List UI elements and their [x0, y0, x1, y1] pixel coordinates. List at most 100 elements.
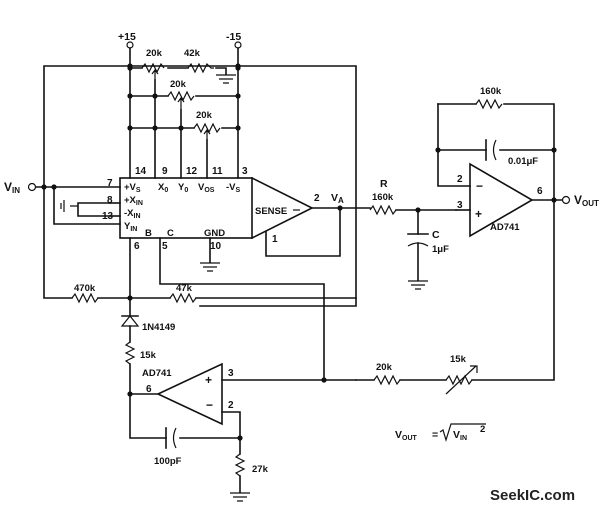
formula-lhs: VOUT — [395, 429, 418, 442]
feedback-network: 470k 47k 1N4149 15k — [43, 186, 357, 395]
vin-label: VIN — [4, 180, 20, 195]
r20-label: 20k — [376, 362, 393, 373]
pot-arrow — [445, 365, 478, 395]
opamp-top-name: AD741 — [490, 222, 520, 233]
opamp-bottom-name: AD741 — [142, 368, 172, 379]
rfb-label: 160k — [480, 86, 502, 97]
pin-11: 11 — [212, 166, 223, 177]
trim-r1-label: 20k — [146, 48, 163, 59]
pin5-wire — [159, 237, 325, 381]
diode-label: 1N4149 — [142, 322, 175, 333]
c-label: C — [432, 229, 440, 241]
diode-1n4149 — [120, 315, 140, 327]
resistor-r-160k — [369, 204, 397, 216]
pin-2: 2 — [314, 193, 320, 204]
label-vos: VOS — [198, 182, 215, 194]
top-loop-wire — [43, 65, 357, 307]
pin-5: 5 — [162, 241, 168, 252]
chip-body — [119, 177, 253, 239]
supply-pos-label: +15 — [118, 31, 136, 43]
resistor-470k — [71, 292, 99, 304]
pin-3: 3 — [242, 166, 248, 177]
opamp-bottom-minus-wire — [221, 411, 241, 439]
watermark: SeekIC.com — [490, 487, 575, 504]
label-xin-pos: +XIN — [124, 195, 143, 207]
opamp-top-minus-wire — [437, 103, 471, 187]
cap-100pf-label: 100pF — [154, 456, 182, 467]
formula-radical — [439, 423, 486, 443]
label-yin: YIN — [124, 221, 137, 233]
resistor-160k-fb — [475, 98, 503, 110]
opamp-bottom-plus: + — [205, 373, 212, 387]
opamp-bottom-minus: − — [206, 398, 213, 412]
opamp-top-pin2: 2 — [457, 174, 463, 185]
pin-8: 8 — [107, 195, 113, 206]
ground-pin10 — [200, 262, 220, 272]
label-x0: X0 — [158, 182, 168, 194]
r27-label: 27k — [252, 464, 269, 475]
pin-7: 7 — [107, 178, 113, 189]
formula-eq: = — [432, 429, 438, 441]
pin-12: 12 — [186, 166, 198, 177]
label-vs-pos: +VS — [124, 182, 141, 194]
pin1-loop — [265, 209, 341, 257]
r-value: 160k — [372, 192, 394, 203]
label-va: VA — [331, 192, 344, 205]
vout-terminal — [561, 195, 571, 205]
cfb-plate2 — [492, 139, 497, 161]
r-label: R — [380, 178, 388, 190]
label-b: B — [145, 228, 152, 239]
pot-return-wire — [471, 199, 555, 381]
trim-pot-20k-a — [141, 62, 165, 74]
opamp-top-pin3: 3 — [457, 200, 463, 211]
cap-100pf-wires — [129, 393, 241, 439]
pot-wiper-c — [203, 129, 211, 140]
trim-r3-label: 20k — [170, 79, 187, 90]
pin-1: 1 — [272, 234, 278, 245]
xin-ground — [60, 200, 78, 212]
vin-terminal — [27, 182, 37, 192]
trim-pot-20k-b — [167, 90, 195, 102]
rfb-wires — [437, 103, 555, 201]
resistor-20k — [373, 374, 401, 386]
r47-label: 47k — [176, 283, 193, 294]
rpot-label: 15k — [450, 354, 467, 365]
resistor-15k-pot — [445, 374, 473, 386]
trim-pot-20k-c — [193, 122, 221, 134]
opamp-bottom: AD741 + − 6 3 2 100pF 27k — [127, 362, 357, 502]
output-formula: VOUT = VIN 2 — [395, 423, 486, 443]
opamp-bottom-pin6: 6 — [146, 384, 152, 395]
label-gnd: GND — [204, 228, 225, 239]
label-vs-neg: -VS — [226, 182, 241, 194]
label-c: C — [167, 228, 174, 239]
opamp-top-pin6: 6 — [537, 186, 543, 197]
label-y0: Y0 — [178, 182, 188, 194]
multiplier-chip: 14 9 12 11 3 +VS X0 Y0 VOS -VS +XIN -XIN… — [102, 166, 344, 272]
pin-14: 14 — [135, 166, 147, 177]
opamp-bottom-pin3: 3 — [228, 368, 234, 379]
pin-6: 6 — [134, 241, 140, 252]
pot-wiper-b — [177, 97, 185, 110]
opamp-top-minus: − — [476, 179, 483, 193]
label-xin-neg: -XIN — [124, 208, 141, 220]
vout-label: VOUT — [574, 193, 599, 208]
formula-rhs: VIN — [453, 429, 467, 442]
pin-10: 10 — [210, 241, 222, 252]
output-section: R 160k C 1μF − + 2 3 6 AD741 VOUT 160k 0… — [311, 86, 599, 395]
r470-left-wire — [43, 186, 73, 299]
resistor-15k-v — [124, 341, 136, 365]
input-section: VIN — [4, 63, 357, 307]
ground-top — [216, 74, 236, 84]
trim-r4-label: 20k — [196, 110, 213, 121]
opamp-bottom-body — [156, 362, 223, 426]
cap-100pf-plate2 — [172, 427, 177, 449]
r470-label: 470k — [74, 283, 96, 294]
pin-9: 9 — [162, 166, 168, 177]
cfb-label: 0.01μF — [508, 156, 538, 167]
c-value: 1μF — [432, 244, 449, 255]
trim-r2-label: 42k — [184, 48, 201, 59]
resistor-27k — [234, 453, 246, 477]
opamp-top-body — [469, 162, 534, 238]
